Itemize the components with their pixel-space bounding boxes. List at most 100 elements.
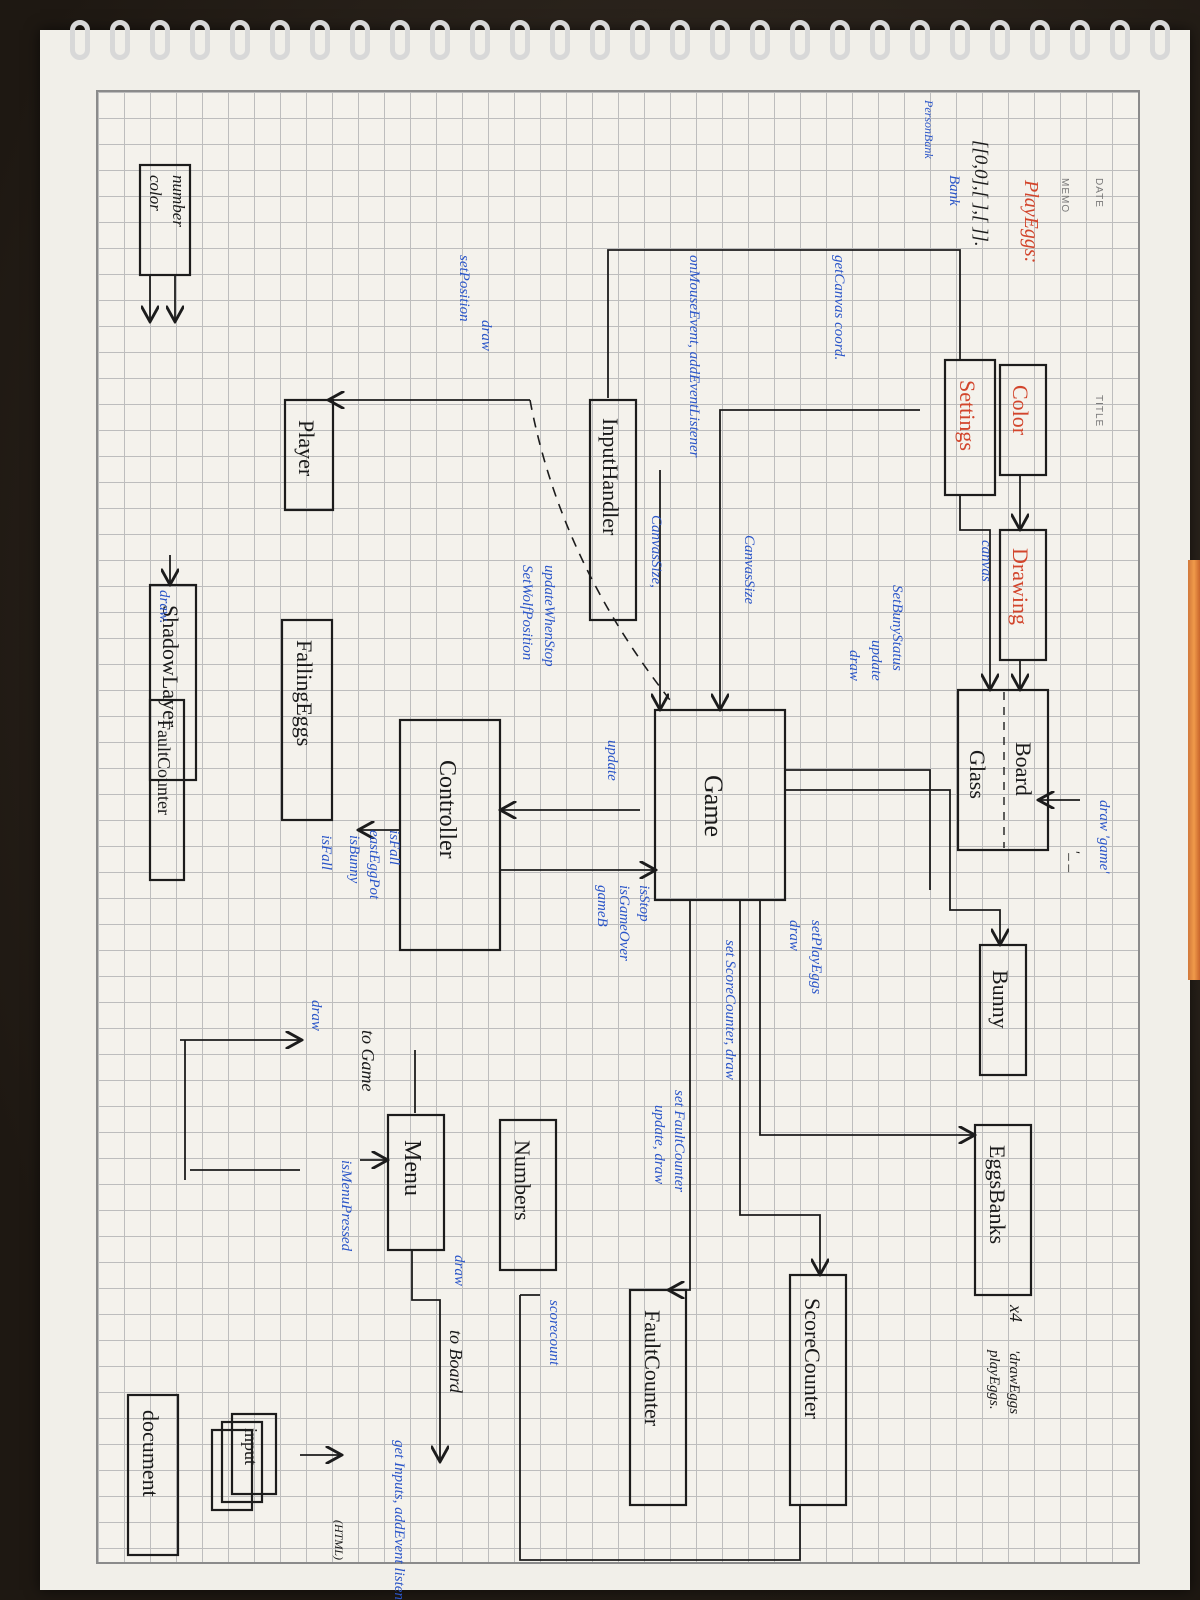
node-input-handler-box: [588, 398, 638, 622]
node-shadow-layer: ShadowLayer: [158, 605, 183, 728]
node-menu-box: [386, 1113, 446, 1252]
label-draw-eggs: 'drawEggs: [1006, 1350, 1022, 1414]
edge-settings-input: [607, 249, 961, 398]
node-input-handler: InputHandler: [598, 418, 623, 536]
edge-dashed-player-game: [529, 399, 671, 701]
label-playeggs: playEggs.: [986, 1349, 1002, 1410]
node-input-box: [230, 1412, 278, 1496]
spiral-coil: [150, 20, 170, 60]
label-canvas: canvas: [978, 540, 994, 582]
spiral-coil: [430, 20, 450, 60]
spiral-coil: [1030, 20, 1050, 60]
label-canvas-size: CanvasSize: [741, 535, 757, 605]
node-glass: Glass: [965, 750, 990, 799]
label-get-canvas-coord: getCanvas coord.: [831, 255, 847, 360]
label-on-mouse-event: onMouseEvent, addEventListener: [686, 255, 702, 458]
spiral-coil: [110, 20, 130, 60]
label-draw3: draw: [308, 1000, 324, 1031]
label-draw-game: draw 'game': [1096, 800, 1112, 874]
label-draw2: draw: [786, 920, 802, 951]
spiral-coil: [1070, 20, 1090, 60]
spiral-coil: [670, 20, 690, 60]
spiral-coil: [470, 20, 490, 60]
node-fault-counter-small-box: [148, 698, 186, 882]
node-numbers-box: [498, 1118, 558, 1272]
node-player-box: [283, 398, 335, 512]
number-color-box: [138, 163, 192, 277]
playeggs-sub-personbank: PersonBank: [922, 99, 936, 159]
node-game: Game: [699, 775, 728, 837]
spiral-coil: [990, 20, 1010, 60]
edge-settings-game: [720, 409, 920, 708]
edge-menu-board: [411, 1250, 440, 1460]
spiral-coil: [550, 20, 570, 60]
node-input: input: [241, 1428, 261, 1465]
label-scorecount: scorecount: [546, 1300, 562, 1366]
node-eggs-banks-box: [973, 1123, 1033, 1297]
label-is-stop: isStop: [636, 885, 652, 922]
node-controller-box: [398, 718, 502, 952]
label-to-game: to Game: [358, 1030, 378, 1092]
playeggs-sub-bank: Bank: [946, 175, 962, 206]
label-is-fall: isFall: [386, 830, 402, 865]
spiral-coil: [790, 20, 810, 60]
edge-game-bunny: [785, 789, 1000, 943]
spiral-coil: [1110, 20, 1130, 60]
label-game-b: gameB: [594, 885, 610, 927]
node-drawing: Drawing: [1008, 548, 1033, 625]
title-label: TITLE: [1093, 395, 1104, 427]
label-draw-setposition-2: setPosition: [456, 255, 472, 322]
spiral-coil: [1150, 20, 1170, 60]
node-player: Player: [294, 420, 319, 477]
label-is-bunny: isBunny: [346, 835, 362, 884]
label-draw5: draw.: [156, 590, 172, 623]
label-set-wolf-position: SetWolfPosition: [519, 565, 535, 660]
spiral-coil: [510, 20, 530, 60]
edge-settings-board: [959, 495, 990, 688]
node-eggs-banks: EggsBanks: [985, 1145, 1010, 1244]
label-update2: update: [604, 740, 620, 781]
label-number: number: [169, 175, 188, 227]
spiral-coil: [350, 20, 370, 60]
node-settings-box: [943, 358, 997, 497]
spiral-coil: [310, 20, 330, 60]
node-color-box: [998, 363, 1048, 477]
label-set-play-eggs: setPlayEggs: [808, 920, 824, 994]
label-set-fault-counter: set FaultCounter: [671, 1090, 687, 1192]
node-falling-eggs-box: [280, 618, 334, 822]
spiral-coil: [230, 20, 250, 60]
node-controller: Controller: [434, 760, 460, 859]
node-falling-eggs: FallingEggs: [292, 640, 317, 746]
spiral-coil: [710, 20, 730, 60]
pencil: [1188, 560, 1200, 980]
grid-area: [96, 90, 1140, 1564]
playeggs-title: PlayEggs:: [1020, 179, 1042, 263]
edge-game-eggsbanks: [759, 900, 973, 1135]
label-is-fall2: isFall: [318, 835, 334, 870]
spiral-coil: [630, 20, 650, 60]
label-canvas-size2: CanvasSize,: [648, 515, 664, 588]
label-draw1: draw: [846, 650, 862, 681]
label-x4: x4: [1006, 1304, 1026, 1322]
spiral-coil: [70, 20, 90, 60]
node-menu: Menu: [399, 1140, 425, 1196]
label-draw4: draw: [451, 1255, 467, 1286]
label-east-egg-pot: eastEggPot: [366, 830, 382, 900]
label-to-board: to Board: [446, 1330, 466, 1394]
node-board-box: [956, 688, 1050, 852]
spiral-coil: [870, 20, 890, 60]
spiral-coil: [590, 20, 610, 60]
label-html: (HTML): [332, 1520, 346, 1560]
node-fault-counter-small: FaultCounter: [154, 720, 174, 815]
node-bunny: Bunny: [988, 970, 1013, 1029]
input-stack-mid: [220, 1420, 264, 1504]
node-color: Color: [1008, 385, 1033, 436]
playeggs-array: [[0,0],[ ],[ ]].: [970, 140, 991, 247]
edge-game-faultcounter: [670, 900, 691, 1290]
edge-game-scorecounter: [739, 900, 820, 1273]
spiral-coil: [270, 20, 290, 60]
label-is-game-over: isGameOver: [616, 885, 632, 961]
label-is-menu-pressed: isMenuPressed: [338, 1160, 354, 1252]
spiral-coil: [830, 20, 850, 60]
